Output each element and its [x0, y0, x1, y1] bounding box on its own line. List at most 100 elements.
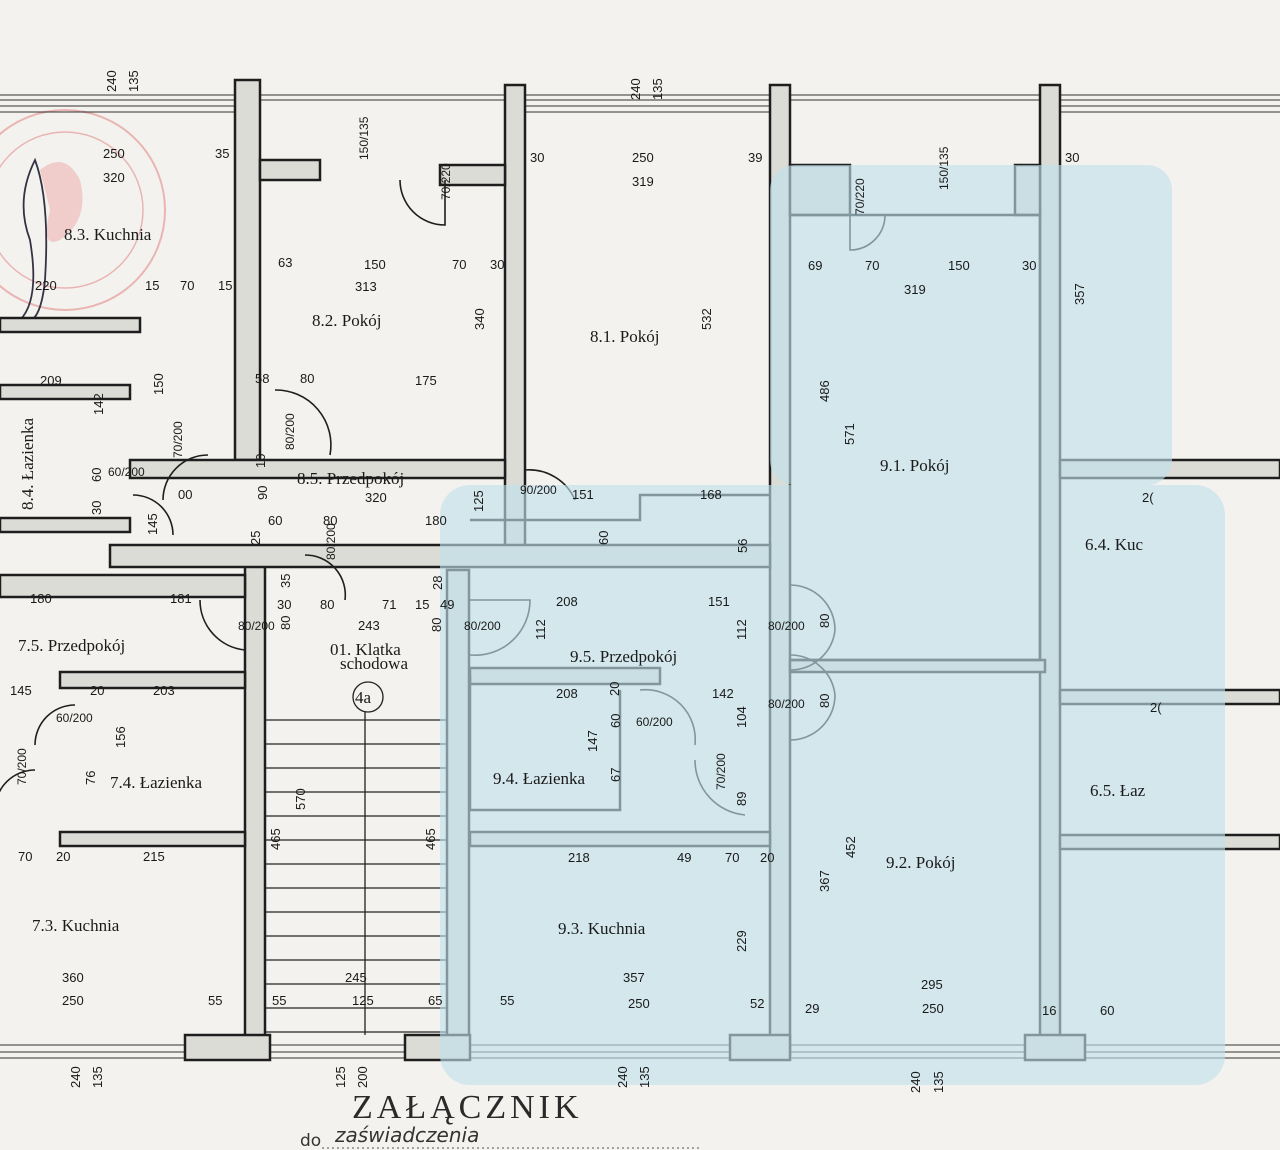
dimension-label: 135 [126, 70, 141, 92]
dimension-label: 320 [365, 490, 387, 505]
dimension-label-group: 175 [415, 373, 437, 388]
dimension-label: 20 [607, 682, 622, 696]
dimension-label-group: 125 [333, 1066, 348, 1088]
dimension-label-group: 570 [293, 788, 308, 810]
dimension-label-group: 80/200 [324, 523, 338, 560]
dimension-label-group: 250 [628, 996, 650, 1011]
highlight-apartment-9-upper [770, 165, 1172, 485]
dimension-label: 135 [637, 1066, 652, 1088]
dimension-label-group: 70/200 [15, 748, 29, 785]
door-window-size-label: 60/200 [108, 465, 145, 479]
dimension-label: 30 [490, 257, 504, 272]
dimension-label: 357 [1072, 283, 1087, 305]
dimension-label-group: 145 [145, 513, 160, 535]
dimension-label: 142 [91, 393, 106, 415]
dimension-label-group: 142 [712, 686, 734, 701]
dimension-label: 200 [355, 1066, 370, 1088]
dimension-label-group: 245 [345, 970, 367, 985]
dimension-label: 35 [278, 574, 293, 588]
door-window-size-label: 60/200 [636, 715, 673, 729]
dimension-label-group: 240 [104, 70, 119, 92]
dimension-label-group: 208 [556, 594, 578, 609]
dimension-label: 145 [145, 513, 160, 535]
dimension-label: 240 [908, 1071, 923, 1093]
dimension-label-group: 319 [632, 174, 654, 189]
dimension-label-group: 60/200 [108, 465, 145, 479]
dimension-label-group: 150/135 [937, 146, 951, 190]
dimension-label: 80 [300, 371, 314, 386]
dimension-label: 571 [842, 423, 857, 445]
dimension-label: 250 [922, 1001, 944, 1016]
dimension-label: 70 [452, 257, 466, 272]
dimension-label-group: 71 [382, 597, 396, 612]
dimension-label-group: 15 [145, 278, 159, 293]
dimension-label-group: 181 [170, 591, 192, 606]
dimension-label-group: 20 [56, 849, 70, 864]
dimension-label: 357 [623, 970, 645, 985]
dimension-label-group: 89 [734, 792, 749, 806]
dimension-label-group: 209 [40, 373, 62, 388]
dimension-label-group: 240 [908, 1071, 923, 1093]
dimension-label: 76 [83, 771, 98, 785]
dimension-label: 112 [734, 619, 749, 640]
dimension-label: 180 [30, 591, 52, 606]
dimension-label-group: 60 [268, 513, 282, 528]
dimension-label-group: 145 [10, 683, 32, 698]
dimension-label-group: 250 [103, 146, 125, 161]
dimension-label: 58 [255, 371, 269, 386]
dimension-label: 30 [1065, 150, 1079, 165]
dimension-label: 70 [865, 258, 879, 273]
dimension-label: 147 [585, 730, 600, 752]
dimension-label-group: 532 [699, 308, 714, 330]
dimension-label-group: 150 [151, 373, 166, 395]
dimension-label: 16 [1042, 1003, 1056, 1018]
dimension-label-group: 319 [904, 282, 926, 297]
dimension-label-group: 295 [921, 977, 943, 992]
dimension-label-group: 76 [83, 771, 98, 785]
dimension-label: 180 [425, 513, 447, 528]
door-window-size-label: 80/200 [283, 413, 297, 450]
dimension-label-group: 60 [608, 714, 623, 728]
dimension-label-group: 112 [734, 619, 749, 640]
dimension-label-group: 80 [278, 616, 293, 630]
dimension-label: 60 [596, 531, 611, 545]
dimension-label-group: 15 [415, 597, 429, 612]
dimension-label-group: 70/200 [171, 421, 185, 458]
dimension-label: 20 [760, 850, 774, 865]
dimension-label: 367 [817, 870, 832, 892]
dimension-label: 104 [734, 706, 749, 728]
dimension-label-group: 90 [255, 486, 270, 500]
dimension-label: 465 [268, 828, 283, 850]
dimension-label: 360 [62, 970, 84, 985]
dimension-label-group: 80/200 [768, 697, 805, 711]
dimension-label: 125 [333, 1066, 348, 1088]
dimension-label-group: 80 [300, 371, 314, 386]
dimension-label: 2( [1142, 490, 1154, 505]
annex-handwritten: zaświadczenia [334, 1123, 479, 1147]
dimension-label-group: 80 [320, 597, 334, 612]
dimension-label-group: 2( [1150, 700, 1162, 715]
door-window-size-label: 80/200 [768, 697, 805, 711]
dimension-label: 203 [153, 683, 175, 698]
room-8-5-przedpokoj: 8.5. Przedpokój [297, 469, 404, 488]
room-9-5-przedpokoj: 9.5. Przedpokój [570, 647, 677, 666]
dimension-label: 80 [429, 618, 444, 632]
room-8-3-kuchnia: 8.3. Kuchnia [64, 225, 152, 244]
dimension-label-group: 80/200 [238, 619, 275, 633]
dimension-label-group: 30 [530, 150, 544, 165]
dimension-label-group: 67 [608, 768, 623, 782]
dimension-label: 486 [817, 380, 832, 402]
dimension-label: 60 [608, 714, 623, 728]
dimension-label-group: 215 [143, 849, 165, 864]
room-8-2-pokoj: 8.2. Pokój [312, 311, 381, 330]
dimension-label-group: 200 [355, 1066, 370, 1088]
dimension-label-group: 250 [632, 150, 654, 165]
dimension-label: 80 [278, 616, 293, 630]
dimension-label-group: 218 [568, 850, 590, 865]
dimension-label: 151 [708, 594, 730, 609]
dimension-label-group: 55 [208, 993, 222, 1008]
door-window-size-label: 80/200 [238, 619, 275, 633]
dimension-label-group: 30 [490, 257, 504, 272]
dimension-label: 30 [1022, 258, 1036, 273]
